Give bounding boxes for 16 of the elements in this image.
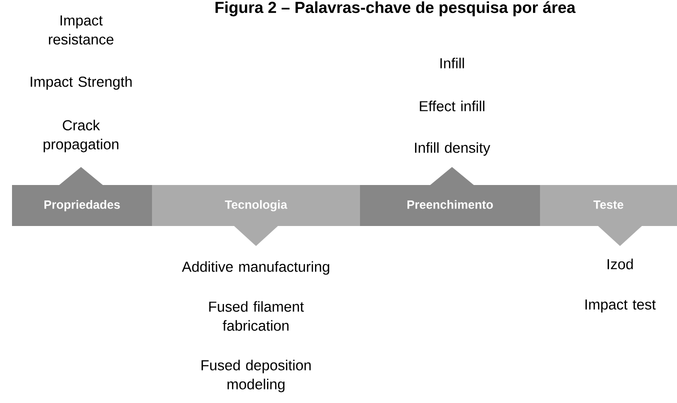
keyword: Infill <box>440 58 464 68</box>
category-band: Preenchimento <box>360 167 540 226</box>
category-band: Tecnologia <box>152 185 360 246</box>
keyword: Impact resistance <box>48 15 114 45</box>
keyword: Impact test <box>585 300 656 312</box>
category-band: Teste <box>540 185 677 246</box>
keyword: Izod <box>608 258 633 270</box>
keyword: Crack propagation <box>44 120 118 152</box>
keyword: Fused filament fabrication <box>209 301 304 331</box>
keyword: Additive manufacturing <box>182 261 330 275</box>
title: Figura 2 – Palavras-chave de pesquisa por área <box>216 1 576 16</box>
keyword: Infill density <box>415 142 490 156</box>
keyword: Impact Strength <box>30 76 132 90</box>
keyword: Effect infill <box>420 100 484 112</box>
category-band: Propriedades <box>12 167 152 226</box>
keyword: Fused deposition modeling <box>202 360 311 392</box>
